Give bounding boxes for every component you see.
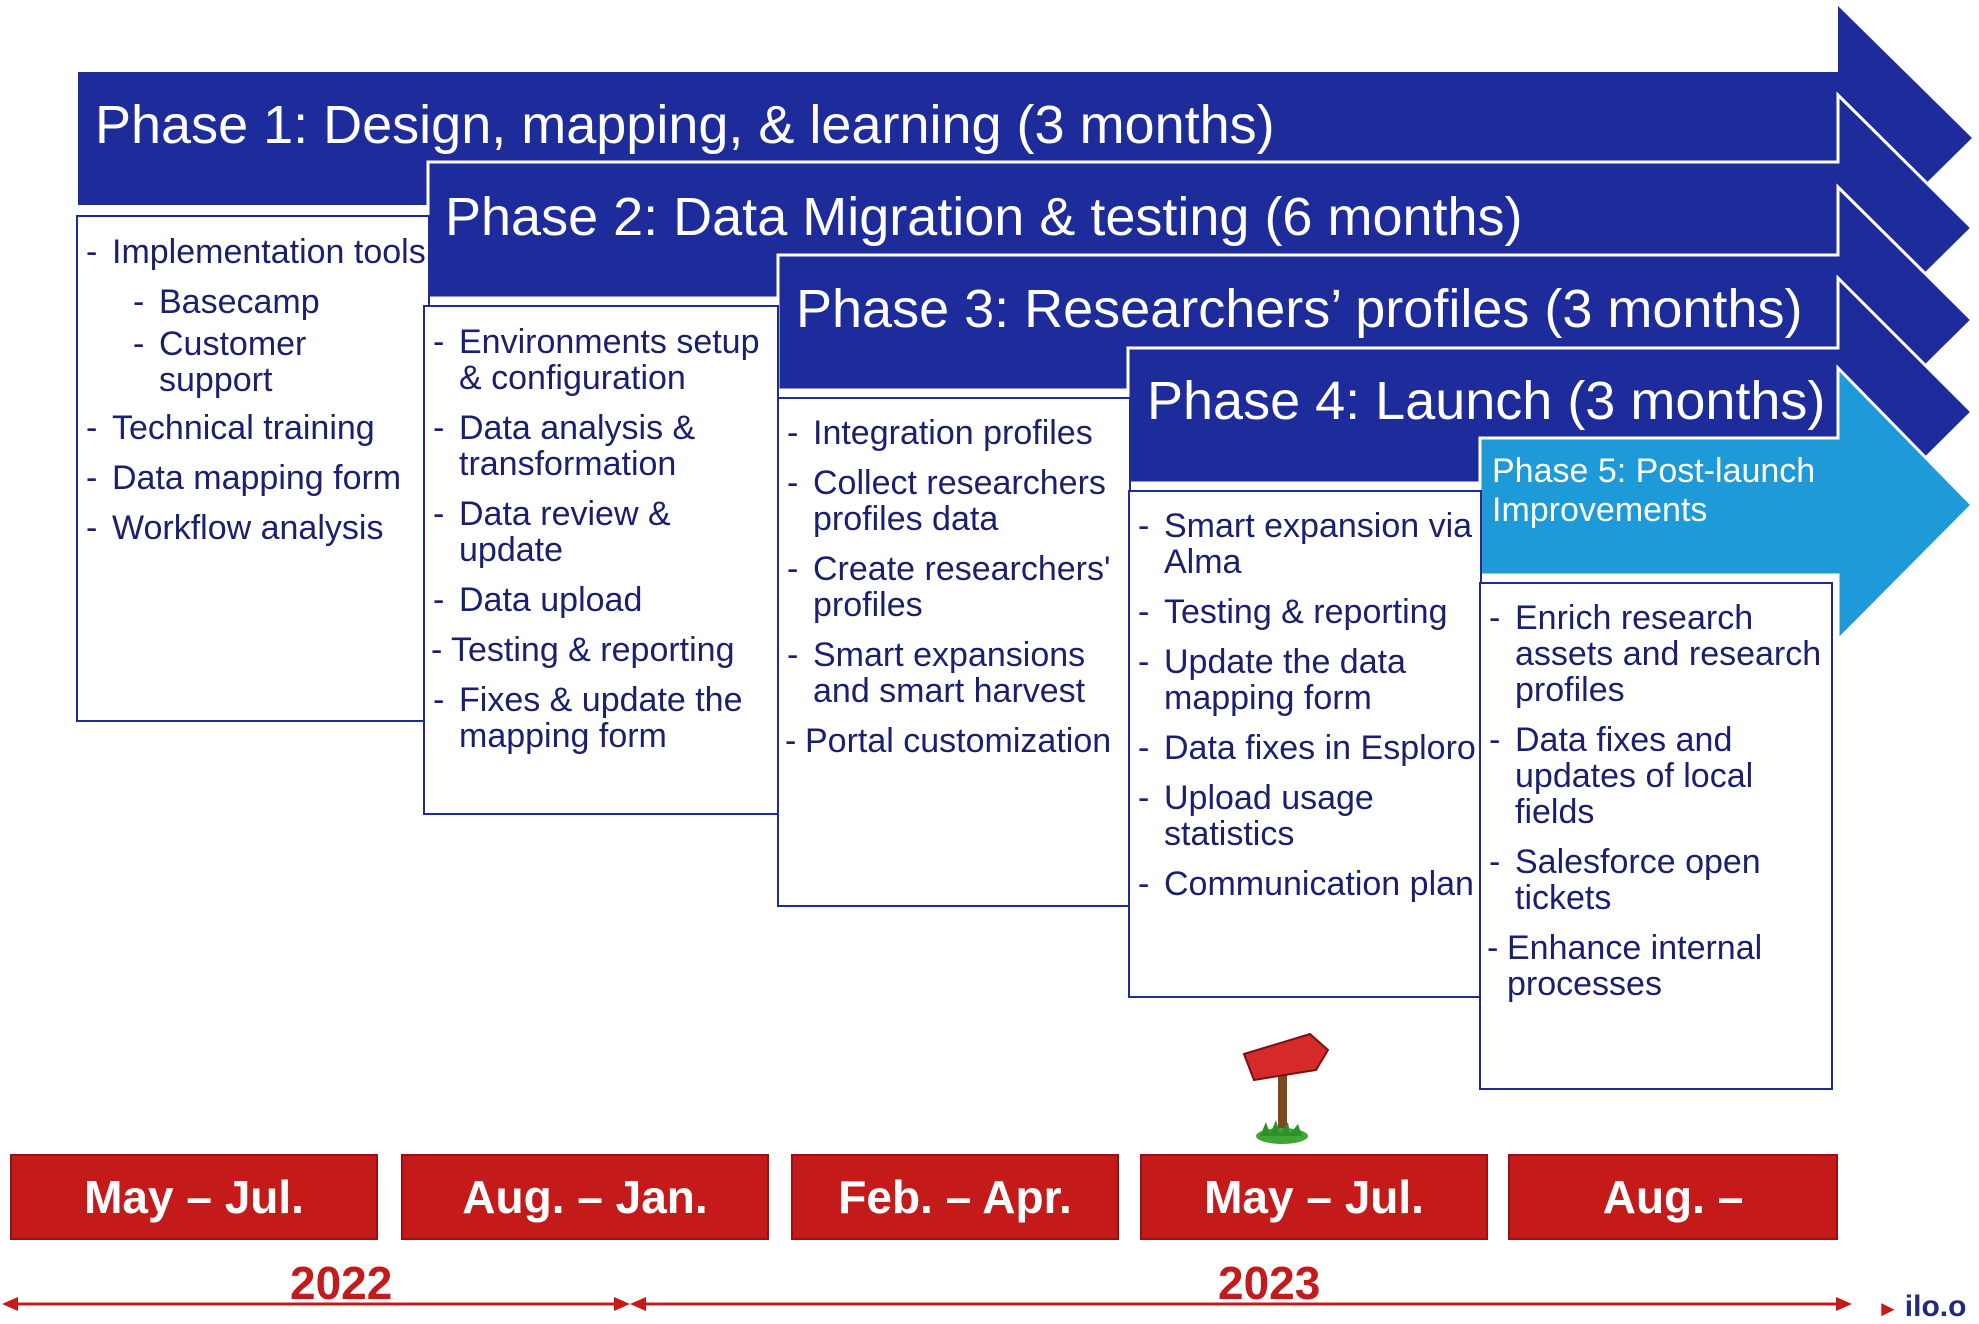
task-item: Implementation tools [78,234,428,270]
task-item: Portal customization [779,723,1129,759]
task-item: Data review & update [425,496,777,568]
phase-4-title: Phase 4: Launch (3 months) [1147,371,1826,431]
footer-logo: ►ilo.o [1877,1290,1966,1324]
period-bar-4: May – Jul. [1140,1154,1488,1240]
task-item: Data fixes and updates of local fields [1481,722,1831,830]
task-item: Upload usage statistics [1130,780,1480,852]
task-subitem: Basecamp [78,284,428,320]
task-item: Communication plan [1130,866,1480,902]
task-item: Environments setup & configuration [425,324,777,396]
period-bar-5: Aug. – [1508,1154,1838,1240]
period-bar-1: May – Jul. [10,1154,378,1240]
phase-2-title: Phase 2: Data Migration & testing (6 mon… [445,187,1523,247]
timeline-arrows [2,1297,1852,1311]
phase-3-title: Phase 3: Researchers’ profiles (3 months… [796,279,1803,339]
period-bar-2: Aug. – Jan. [401,1154,769,1240]
task-item: Fixes & update the mapping form [425,682,777,754]
footer-text: ilo.o [1904,1290,1967,1323]
task-item: Collect researchers profiles data [779,465,1129,537]
task-item: Testing & reporting [425,632,777,668]
phase-2-tasks-box: Environments setup & configuration Data … [423,305,779,815]
signpost-icon [1242,1032,1330,1144]
task-item: Workflow analysis [78,510,428,546]
phase-3-tasks-box: Integration profiles Collect researchers… [777,397,1131,907]
task-item: Data fixes in Esploro [1130,730,1480,766]
task-item: Integration profiles [779,415,1129,451]
task-item: Technical training [78,410,428,446]
play-icon: ► [1877,1296,1899,1321]
period-bar-3: Feb. – Apr. [791,1154,1119,1240]
year-label-2023: 2023 [1218,1257,1321,1309]
task-item: Update the data mapping form [1130,644,1480,716]
task-item: Data upload [425,582,777,618]
task-item: Smart expansions and smart harvest [779,637,1129,709]
task-item: Testing & reporting [1130,594,1480,630]
phase-4-tasks-box: Smart expansion via Alma Testing & repor… [1128,490,1482,998]
task-item: Enhance internal processes [1481,930,1831,1002]
task-item: Smart expansion via Alma [1130,508,1480,580]
phase-1-title: Phase 1: Design, mapping, & learning (3 … [95,95,1275,155]
task-item: Enrich research assets and research prof… [1481,600,1831,708]
phase-1-tasks-box: Implementation tools Basecamp Customer s… [76,215,430,722]
task-subitem: Customer support [78,326,428,398]
year-label-2022: 2022 [290,1257,393,1309]
phase-5-tasks-box: Enrich research assets and research prof… [1479,582,1833,1090]
task-item: Data mapping form [78,460,428,496]
task-item: Create researchers' profiles [779,551,1129,623]
phase-5-title: Phase 5: Post-launch Improvements [1492,452,1816,529]
task-item: Data analysis & transformation [425,410,777,482]
task-item: Salesforce open tickets [1481,844,1831,916]
